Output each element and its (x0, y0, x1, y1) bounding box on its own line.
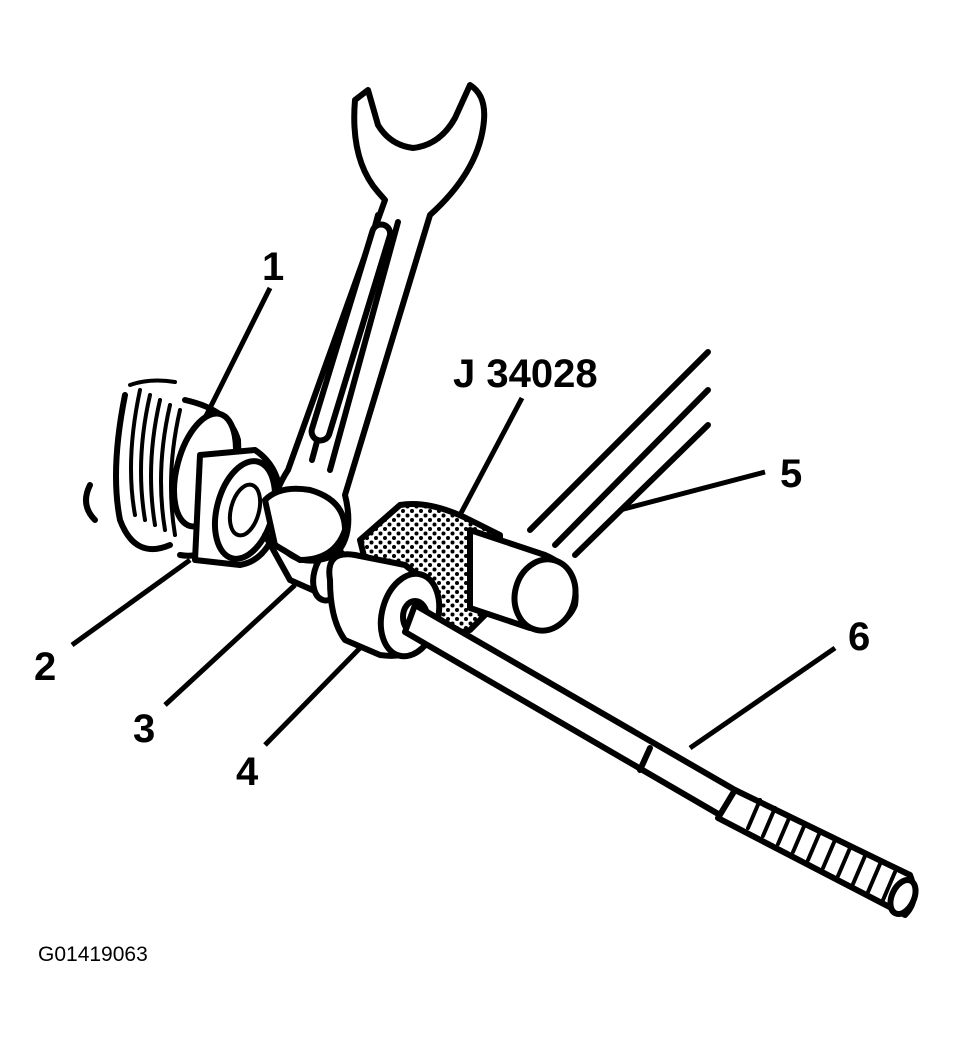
callout-5: 5 (780, 452, 802, 496)
tie-rod (402, 602, 919, 918)
tool-label: J 34028 (453, 352, 598, 396)
leader-4 (263, 646, 362, 747)
callout-1: 1 (262, 245, 284, 289)
callout-6: 6 (848, 615, 870, 659)
leader-tool (457, 396, 525, 517)
long-rod (527, 349, 711, 558)
leader-2 (70, 557, 192, 648)
callout-2: 2 (34, 645, 56, 689)
callout-3: 3 (133, 707, 155, 751)
wrench (262, 82, 488, 564)
thread-hatching (746, 798, 897, 902)
leader-1 (202, 286, 273, 420)
adjuster-nut (192, 447, 284, 568)
figure-id: G01419063 (38, 943, 148, 966)
leader-3 (163, 583, 297, 707)
leader-6 (688, 645, 837, 751)
callout-4: 4 (236, 750, 259, 794)
leader-5 (619, 469, 766, 513)
